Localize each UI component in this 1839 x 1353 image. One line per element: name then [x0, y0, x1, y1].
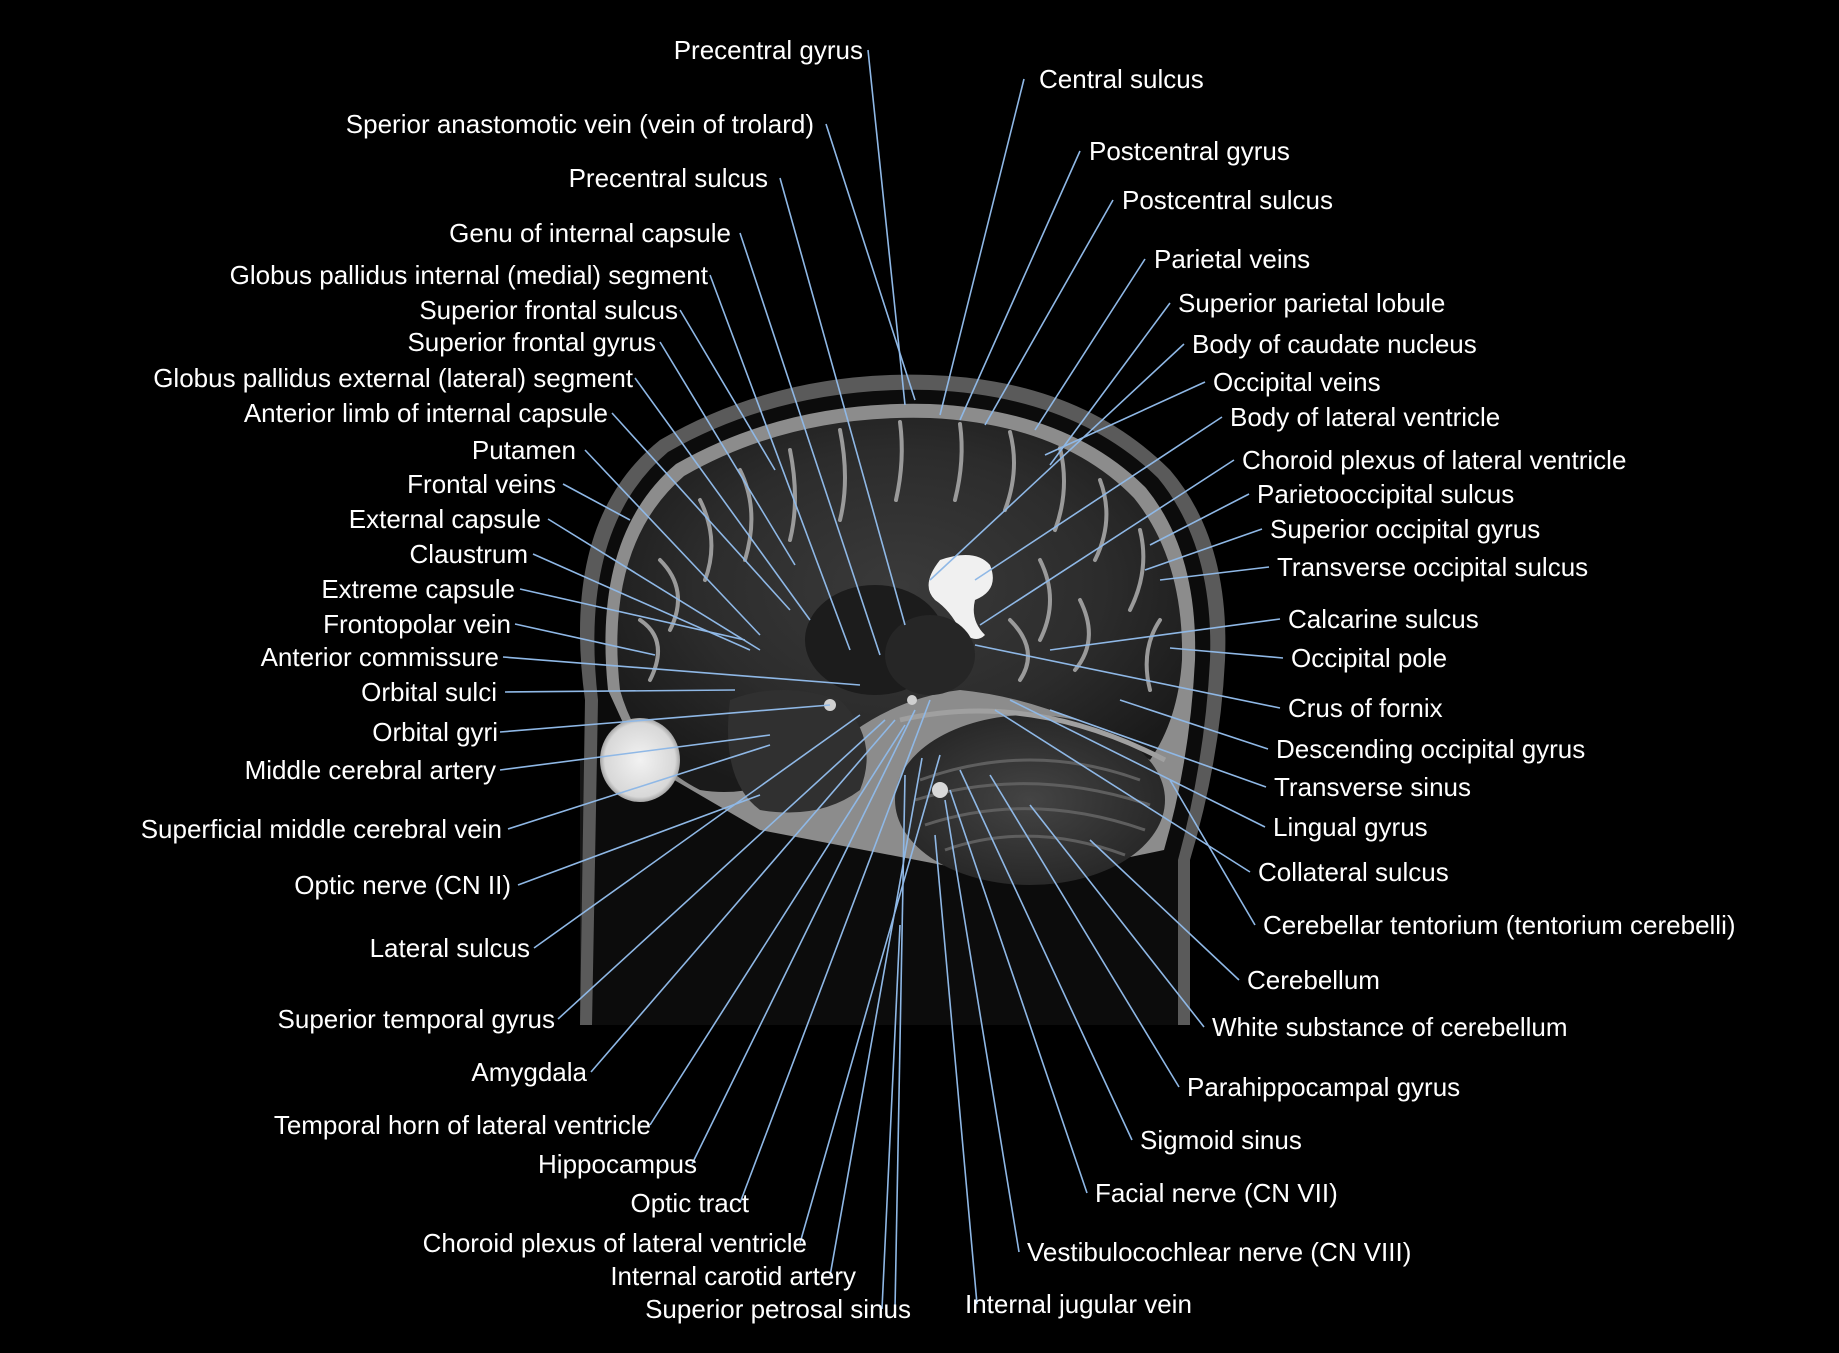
- label-choroid-plexus-lateral-ventricle-upper: Choroid plexus of lateral ventricle: [1242, 445, 1627, 475]
- label-optic-nerve: Optic nerve (CN II): [294, 870, 511, 900]
- label-precentral-gyrus: Precentral gyrus: [673, 35, 863, 65]
- label-superior-petrosal-sinus: Superior petrosal sinus: [645, 1294, 911, 1324]
- label-internal-carotid-artery: Internal carotid artery: [610, 1261, 856, 1291]
- label-frontal-veins: Frontal veins: [407, 469, 556, 499]
- label-internal-jugular-vein: Internal jugular vein: [965, 1289, 1192, 1319]
- vessel-spot-2: [907, 695, 917, 705]
- label-precentral-sulcus: Precentral sulcus: [568, 163, 768, 193]
- label-postcentral-gyrus: Postcentral gyrus: [1089, 136, 1290, 166]
- label-optic-tract: Optic tract: [630, 1188, 749, 1218]
- label-temporal-horn-lateral-ventricle: Temporal horn of lateral ventricle: [273, 1110, 651, 1140]
- label-frontopolar-vein: Frontopolar vein: [323, 609, 511, 639]
- label-superior-anastomotic-vein: Sperior anastomotic vein (vein of trolar…: [345, 109, 814, 139]
- label-parietal-veins: Parietal veins: [1154, 244, 1311, 274]
- label-sigmoid-sinus: Sigmoid sinus: [1140, 1125, 1302, 1155]
- label-parietooccipital-sulcus: Parietooccipital sulcus: [1257, 479, 1515, 509]
- label-claustrum: Claustrum: [409, 539, 528, 569]
- label-middle-cerebral-artery: Middle cerebral artery: [244, 755, 496, 785]
- label-facial-nerve: Facial nerve (CN VII): [1095, 1178, 1338, 1208]
- label-lingual-gyrus: Lingual gyrus: [1273, 812, 1428, 842]
- label-cerebellar-tentorium: Cerebellar tentorium (tentorium cerebell…: [1263, 910, 1736, 940]
- label-body-lateral-ventricle: Body of lateral ventricle: [1230, 402, 1501, 432]
- label-transverse-occipital-sulcus: Transverse occipital sulcus: [1277, 552, 1589, 582]
- vessel-spot: [824, 699, 836, 711]
- label-occipital-veins: Occipital veins: [1213, 367, 1381, 397]
- temporal-lobe: [728, 690, 867, 813]
- label-genu-internal-capsule: Genu of internal capsule: [449, 218, 731, 248]
- label-anterior-commissure: Anterior commissure: [260, 642, 499, 672]
- label-hippocampus: Hippocampus: [538, 1149, 697, 1179]
- label-postcentral-sulcus: Postcentral sulcus: [1122, 185, 1333, 215]
- label-globus-pallidus-internal: Globus pallidus internal (medial) segmen…: [229, 260, 708, 290]
- label-putamen: Putamen: [471, 435, 576, 465]
- label-superficial-middle-cerebral-vein: Superficial middle cerebral vein: [140, 814, 502, 844]
- label-white-substance-cerebellum: White substance of cerebellum: [1212, 1012, 1568, 1042]
- label-extreme-capsule: Extreme capsule: [321, 574, 515, 604]
- label-superior-occipital-gyrus: Superior occipital gyrus: [1270, 514, 1541, 544]
- label-globus-pallidus-external: Globus pallidus external (lateral) segme…: [153, 363, 633, 393]
- label-choroid-plexus-lateral-ventricle-lower: Choroid plexus of lateral ventricle: [422, 1228, 807, 1258]
- label-superior-parietal-lobule: Superior parietal lobule: [1178, 288, 1446, 318]
- label-amygdala: Amygdala: [471, 1057, 587, 1087]
- label-descending-occipital-gyrus: Descending occipital gyrus: [1276, 734, 1586, 764]
- label-superior-temporal-gyrus: Superior temporal gyrus: [277, 1004, 555, 1034]
- eye-globe: [600, 718, 680, 802]
- label-parahippocampal-gyrus: Parahippocampal gyrus: [1187, 1072, 1461, 1102]
- iac-spot: [932, 782, 948, 798]
- label-orbital-sulci: Orbital sulci: [361, 677, 497, 707]
- label-lateral-sulcus: Lateral sulcus: [369, 933, 530, 963]
- label-vestibulocochlear-nerve: Vestibulocochlear nerve (CN VIII): [1027, 1237, 1412, 1267]
- label-cerebellum: Cerebellum: [1247, 965, 1380, 995]
- label-occipital-pole: Occipital pole: [1291, 643, 1448, 673]
- label-body-caudate-nucleus: Body of caudate nucleus: [1192, 329, 1477, 359]
- label-superior-frontal-sulcus: Superior frontal sulcus: [419, 295, 678, 325]
- label-superior-frontal-gyrus: Superior frontal gyrus: [407, 327, 656, 357]
- label-calcarine-sulcus: Calcarine sulcus: [1288, 604, 1479, 634]
- label-transverse-sinus: Transverse sinus: [1274, 772, 1471, 802]
- label-anterior-limb-internal-capsule: Anterior limb of internal capsule: [243, 398, 608, 428]
- label-orbital-gyri: Orbital gyri: [372, 717, 498, 747]
- thalamus-region: [885, 615, 975, 695]
- label-central-sulcus: Central sulcus: [1039, 64, 1204, 94]
- label-collateral-sulcus: Collateral sulcus: [1258, 857, 1449, 887]
- label-crus-of-fornix: Crus of fornix: [1288, 693, 1443, 723]
- label-external-capsule: External capsule: [348, 504, 541, 534]
